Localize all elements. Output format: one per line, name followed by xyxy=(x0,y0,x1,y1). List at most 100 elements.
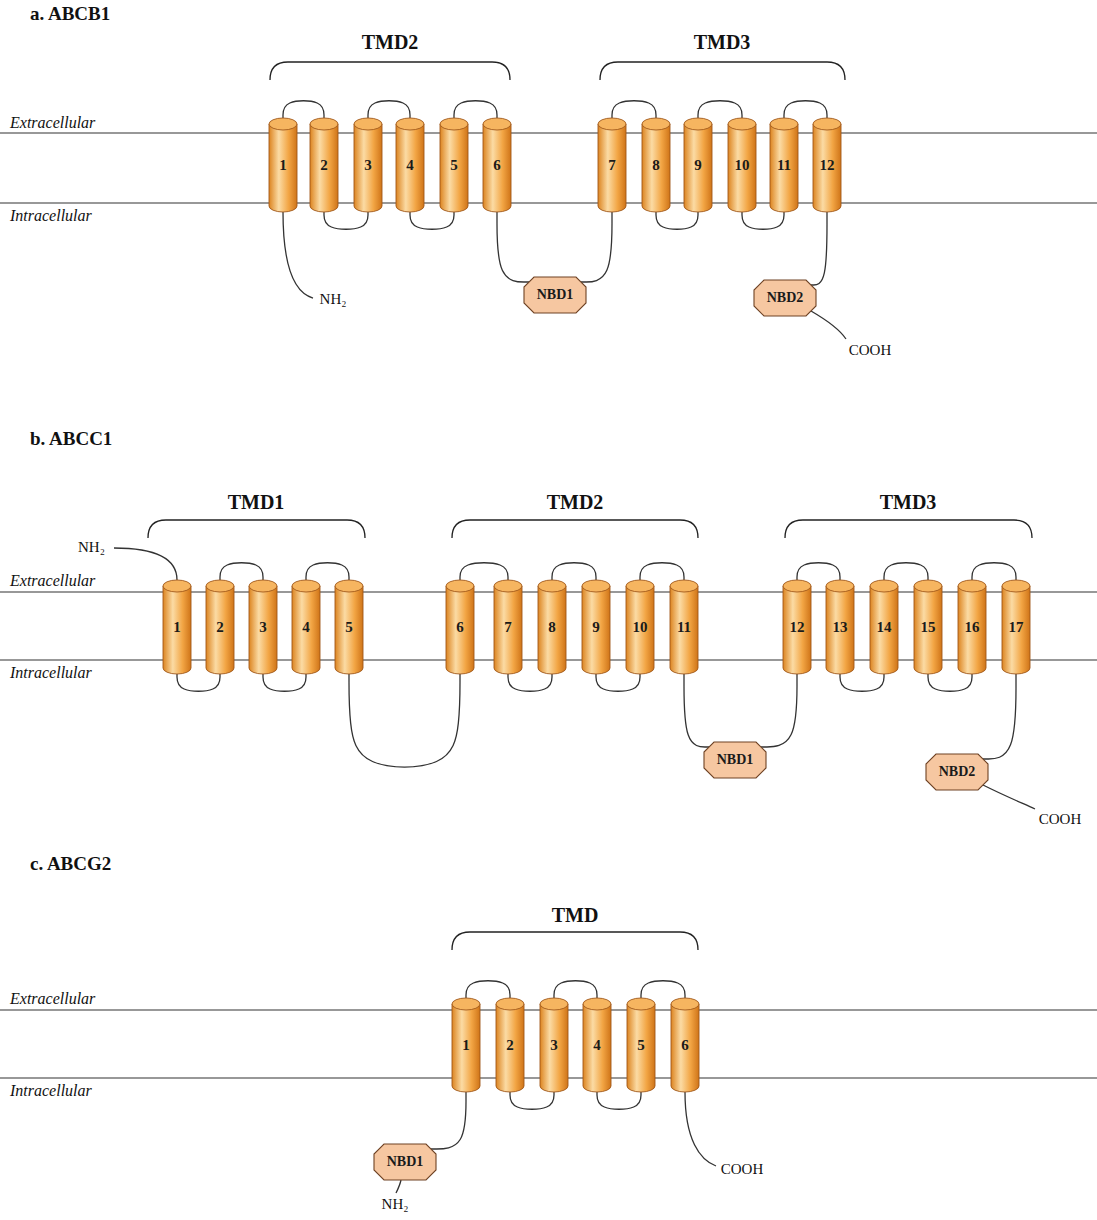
domain-label: TMD xyxy=(552,903,599,927)
terminus-tail xyxy=(811,311,846,339)
nbd-label: NBD1 xyxy=(387,1154,424,1169)
domain-bracket xyxy=(452,932,698,950)
helix-body xyxy=(1002,586,1030,674)
helix-number: 2 xyxy=(506,1037,514,1054)
tm-helix: 12 xyxy=(783,580,811,674)
loop-connector xyxy=(612,101,656,118)
loop-connector xyxy=(684,674,709,747)
loop-connector xyxy=(283,101,324,118)
helix-cap xyxy=(627,998,655,1010)
loop-connector xyxy=(460,563,508,580)
helix-cap xyxy=(483,118,511,130)
tm-helix: 17 xyxy=(1002,580,1030,674)
loop-connector xyxy=(597,1092,641,1109)
helix-number: 4 xyxy=(302,619,310,636)
helix-cap xyxy=(496,998,524,1010)
helix-cap xyxy=(163,580,191,592)
loop-connector xyxy=(656,212,698,229)
helix-cap xyxy=(670,580,698,592)
loop-connector xyxy=(928,674,972,691)
helix-body xyxy=(642,124,670,212)
tm-helix: 4 xyxy=(396,118,424,212)
helix-number: 11 xyxy=(677,619,691,636)
tm-helix: 6 xyxy=(483,118,511,212)
domain-label: TMD3 xyxy=(880,490,937,514)
terminus-label: NH₂ xyxy=(382,1195,409,1213)
helix-cap xyxy=(728,118,756,130)
helix-body xyxy=(452,1004,480,1092)
loop-connector xyxy=(454,101,497,118)
terminus-tail xyxy=(396,1180,401,1193)
helix-cap xyxy=(540,998,568,1010)
helix-number: 4 xyxy=(593,1037,601,1054)
loop-connector xyxy=(784,101,827,118)
helix-number: 1 xyxy=(462,1037,470,1054)
helix-cap xyxy=(249,580,277,592)
helix-cap xyxy=(583,998,611,1010)
helix-body xyxy=(335,586,363,674)
tm-helix: 3 xyxy=(354,118,382,212)
helix-number: 10 xyxy=(735,157,750,174)
nbd-domain: NBD1 xyxy=(704,742,766,778)
tm-helix: 6 xyxy=(671,998,699,1092)
tm-helix: 1 xyxy=(269,118,297,212)
membrane-line xyxy=(0,132,1097,133)
helix-number: 12 xyxy=(820,157,835,174)
helix-body xyxy=(446,586,474,674)
terminus-tail xyxy=(685,1092,716,1166)
tm-helix: 7 xyxy=(494,580,522,674)
helix-cap xyxy=(598,118,626,130)
tm-helix: 13 xyxy=(826,580,854,674)
helix-number: 2 xyxy=(320,157,328,174)
nbd-shape xyxy=(926,754,988,790)
helix-body xyxy=(728,124,756,212)
helix-cap xyxy=(538,580,566,592)
domain-label: TMD3 xyxy=(694,30,751,54)
helix-body xyxy=(958,586,986,674)
helix-cap xyxy=(310,118,338,130)
helix-body xyxy=(684,124,712,212)
helix-number: 14 xyxy=(877,619,892,636)
terminus-label: COOH xyxy=(849,341,892,359)
helix-cap xyxy=(292,580,320,592)
helix-body xyxy=(582,586,610,674)
helix-body xyxy=(249,586,277,674)
helix-number: 8 xyxy=(548,619,556,636)
helix-cap xyxy=(958,580,986,592)
helix-body xyxy=(540,1004,568,1092)
terminus-label: NH₂ xyxy=(320,290,347,308)
helix-cap xyxy=(354,118,382,130)
loop-connector xyxy=(263,674,306,691)
helix-number: 7 xyxy=(504,619,512,636)
tm-helix: 8 xyxy=(642,118,670,212)
tm-helix: 2 xyxy=(496,998,524,1092)
loop-connector xyxy=(552,563,596,580)
helix-cap xyxy=(494,580,522,592)
membrane-side-label: Intracellular xyxy=(10,206,92,225)
loop-connector xyxy=(349,674,460,767)
helix-number: 6 xyxy=(681,1037,689,1054)
helix-number: 9 xyxy=(694,157,702,174)
helix-number: 6 xyxy=(493,157,501,174)
terminus-tail xyxy=(283,212,313,298)
panel-title: c. ABCG2 xyxy=(30,853,111,876)
membrane-side-label: Extracellular xyxy=(10,989,95,1008)
nbd-label: NBD2 xyxy=(939,764,976,779)
helix-cap xyxy=(870,580,898,592)
helix-cap xyxy=(1002,580,1030,592)
nbd-shape xyxy=(524,277,586,313)
loop-connector xyxy=(508,674,552,691)
panel-title: b. ABCC1 xyxy=(30,428,112,451)
helix-body xyxy=(494,586,522,674)
helix-number: 8 xyxy=(652,157,660,174)
helix-body xyxy=(583,1004,611,1092)
helix-cap xyxy=(452,998,480,1010)
tm-helix: 2 xyxy=(310,118,338,212)
loop-connector xyxy=(761,674,797,747)
membrane-side-label: Intracellular xyxy=(10,663,92,682)
helix-number: 5 xyxy=(450,157,458,174)
terminus-tail xyxy=(983,785,1035,809)
helix-body xyxy=(396,124,424,212)
tm-helix: 16 xyxy=(958,580,986,674)
nbd-domain: NBD1 xyxy=(524,277,586,313)
